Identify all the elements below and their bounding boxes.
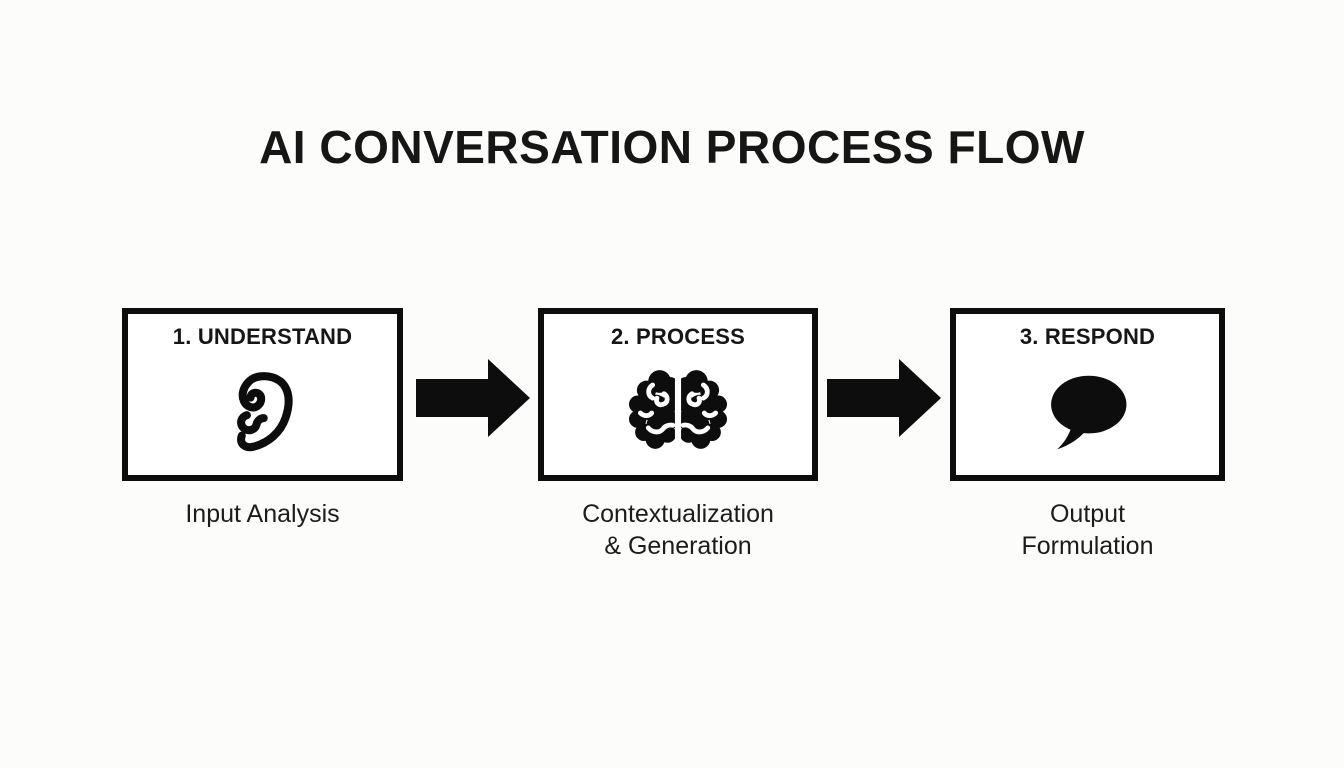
- step-heading: 3. RESPOND: [1019, 324, 1156, 349]
- step-respond-box: 3. RESPOND: [950, 308, 1225, 481]
- step-understand-box: 1. UNDERSTAND: [122, 308, 403, 481]
- caption-line: & Generation: [604, 532, 752, 560]
- arrow-right-icon: [827, 359, 941, 437]
- caption-line: Output: [1049, 500, 1126, 528]
- step-heading: 1. UNDERSTAND: [172, 324, 353, 349]
- step-icon-area: [956, 350, 1219, 475]
- arrow-right-icon: [416, 359, 530, 437]
- step-caption: Contextualization & Generation: [538, 498, 818, 562]
- caption-line: Contextualization: [582, 500, 774, 528]
- brain-icon: [629, 368, 727, 457]
- step-process-box: 2. PROCESS: [538, 308, 818, 481]
- step-understand: 1. UNDERSTAND Input Analysis: [122, 308, 403, 530]
- ear-icon: [236, 371, 293, 451]
- step-respond: 3. RESPOND Output Formulation: [950, 308, 1225, 562]
- step-caption: Output Formulation: [950, 498, 1225, 562]
- step-icon-area: [128, 350, 397, 475]
- caption-line: Input Analysis: [185, 500, 340, 528]
- speech-bubble-icon: [1050, 375, 1126, 449]
- step-icon-area: [544, 350, 812, 475]
- step-caption: Input Analysis: [122, 498, 403, 530]
- step-process: 2. PROCESS: [538, 308, 818, 562]
- step-heading: 2. PROCESS: [610, 324, 746, 349]
- caption-line: Formulation: [1021, 532, 1154, 560]
- diagram-title: AI CONVERSATION PROCESS FLOW: [259, 121, 1085, 173]
